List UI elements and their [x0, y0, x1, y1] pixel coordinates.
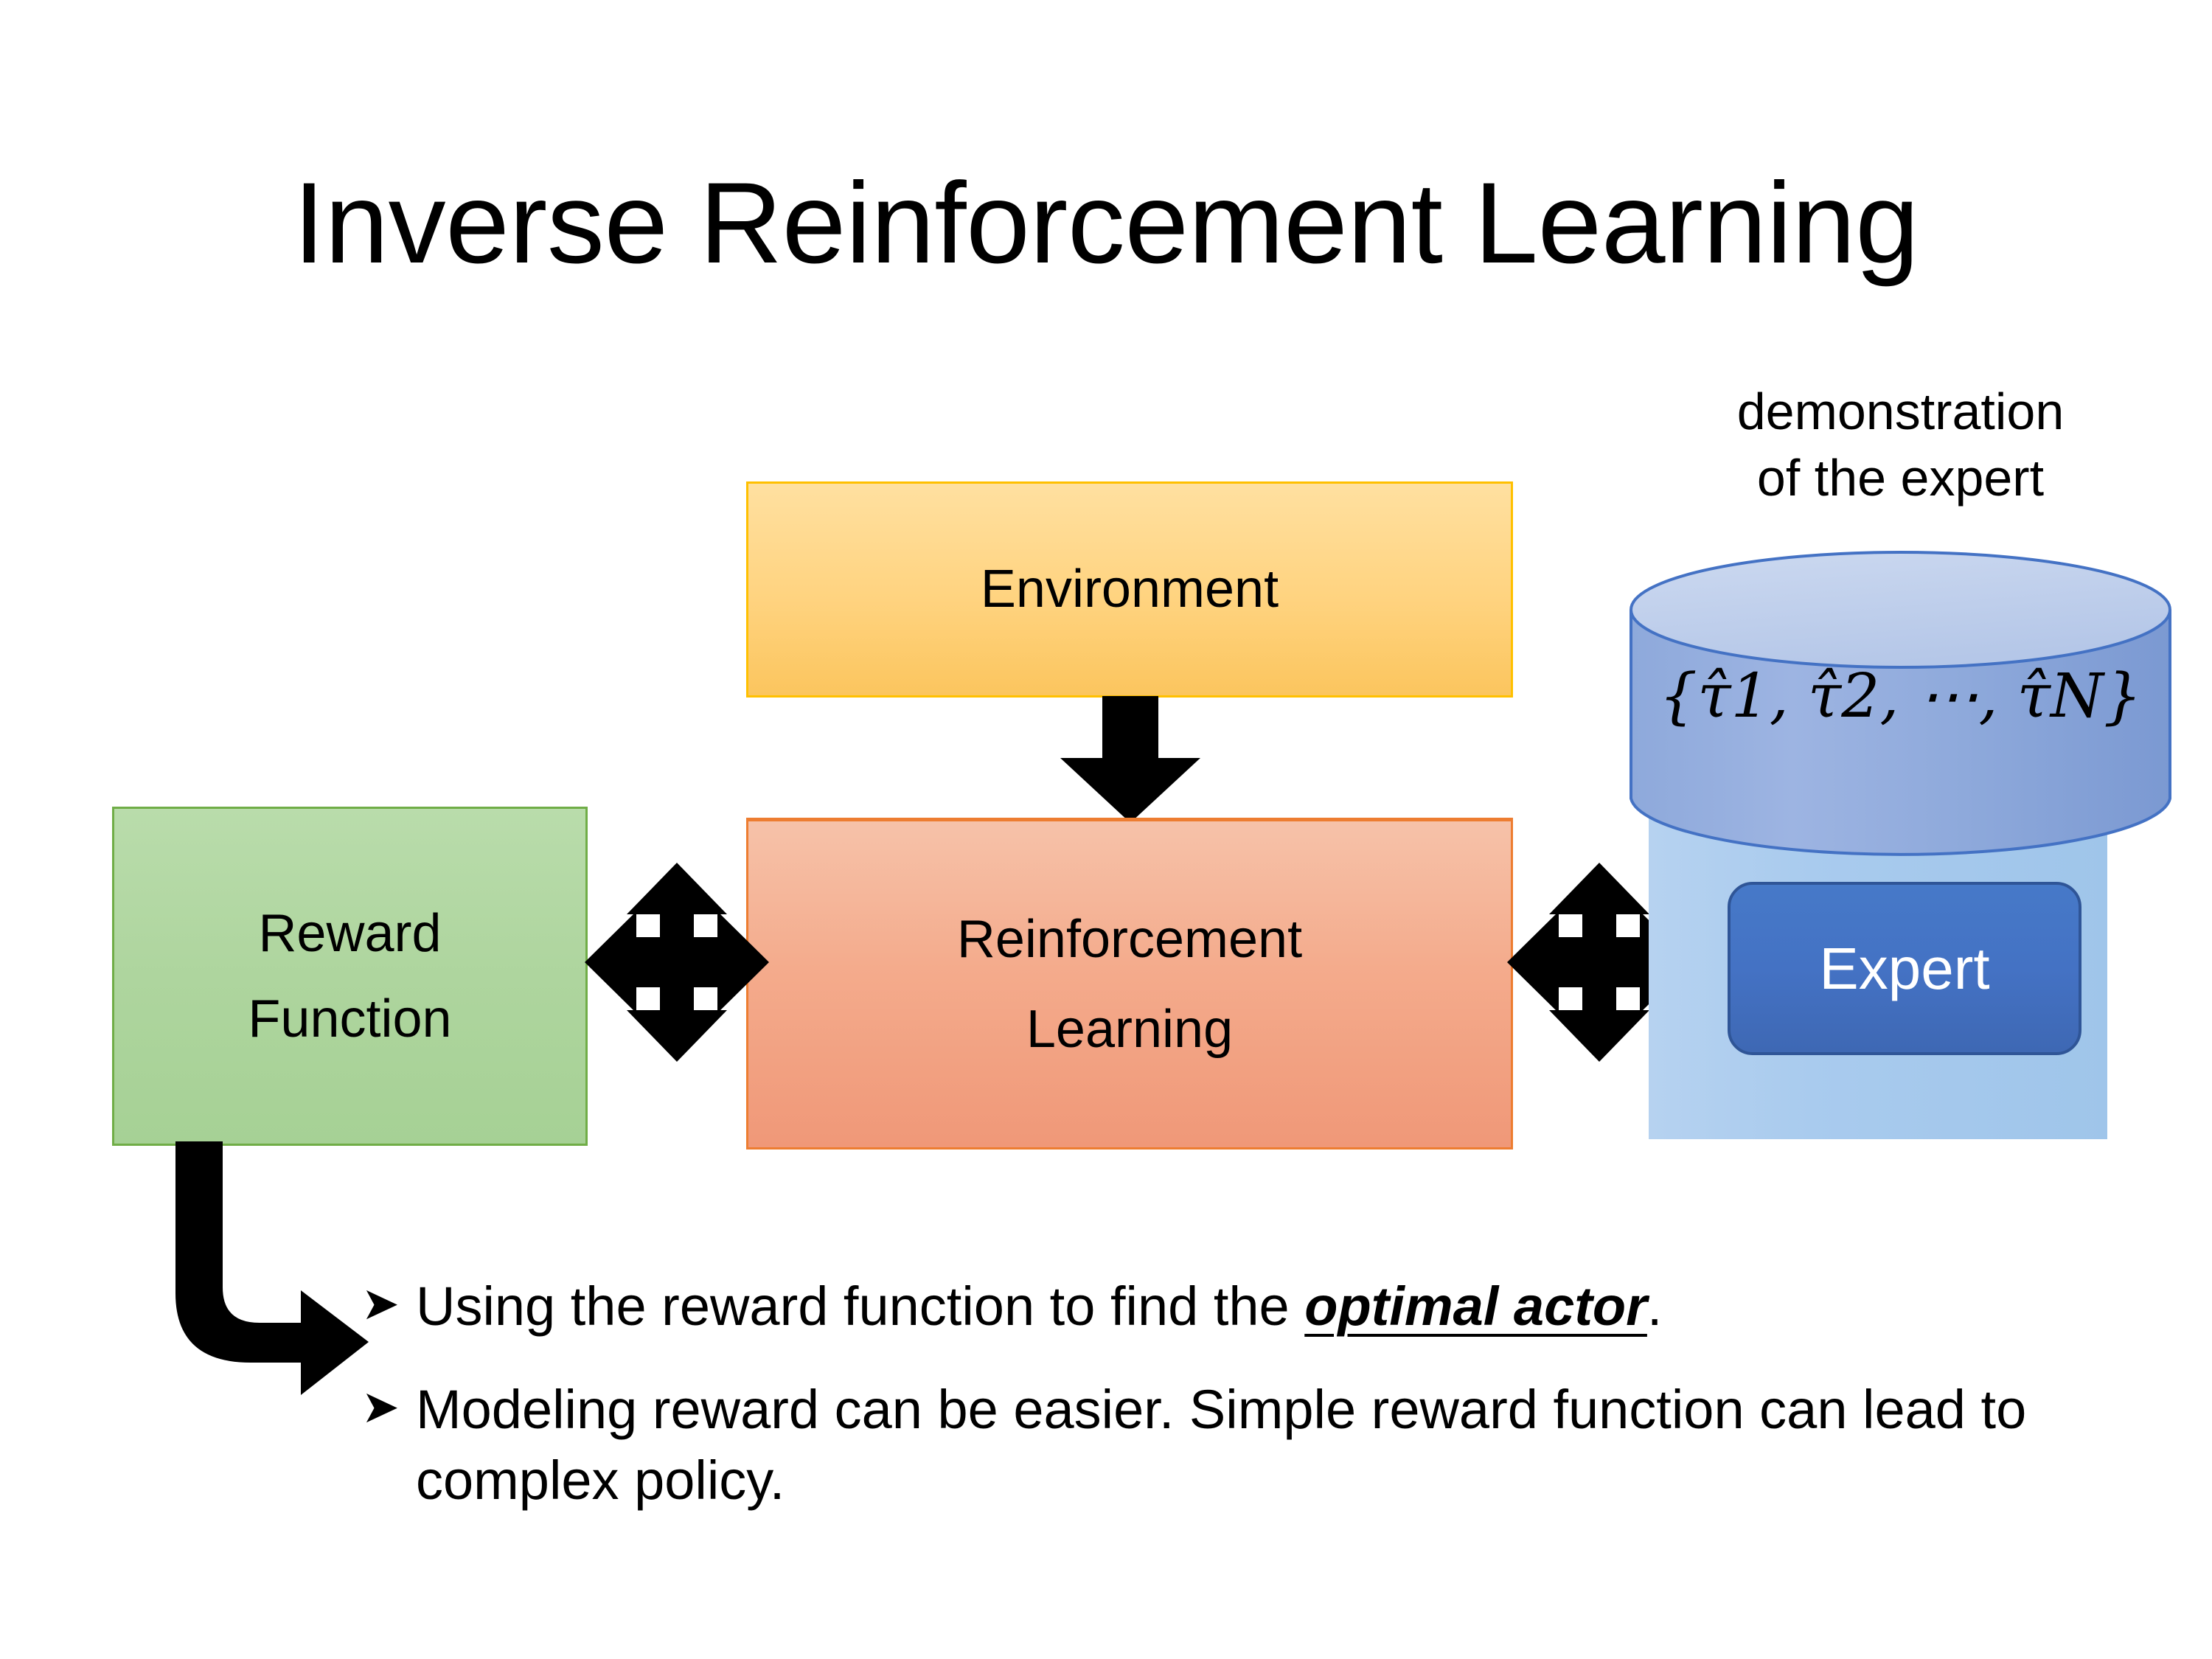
rl-label-line1: Reinforcement	[956, 909, 1303, 969]
bullet-marker-icon: ➤	[361, 1382, 400, 1433]
reward-label-line1: Reward	[258, 903, 442, 963]
environment-box[interactable]: Environment	[746, 481, 1513, 698]
bullet-text-tail: .	[1646, 1276, 1663, 1337]
reward-function-box-label: Reward Function	[248, 900, 451, 1053]
environment-box-label: Environment	[980, 560, 1279, 619]
down-arrow-icon	[1060, 696, 1200, 823]
reinforcement-learning-box[interactable]: Reinforcement Learning	[746, 818, 1513, 1150]
rl-label-line2: Learning	[1026, 1000, 1234, 1059]
bullet-text: Modeling reward can be easier. Simple re…	[416, 1379, 2027, 1512]
expert-box-label: Expert	[1819, 935, 1990, 1001]
list-item: ➤ Using the reward function to find the …	[361, 1271, 2101, 1342]
reinforcement-learning-box-label: Reinforcement Learning	[957, 905, 1302, 1063]
reward-function-box[interactable]: Reward Function	[112, 807, 588, 1146]
elbow-arrow-icon	[170, 1141, 369, 1399]
list-item: ➤ Modeling reward can be easier. Simple …	[361, 1374, 2101, 1516]
quad-arrow-icon-right	[1507, 863, 1691, 1062]
page-title: Inverse Reinforcement Learning	[293, 159, 1919, 288]
demonstration-cylinder: {τ̂1, τ̂2, ⋯, τ̂N}	[1630, 549, 2171, 859]
demonstration-caption-line1: demonstration	[1736, 383, 2065, 440]
bullet-marker-icon: ➤	[361, 1279, 400, 1329]
bullet-emphasis: optimal actor	[1304, 1276, 1647, 1337]
reward-label-line2: Function	[248, 990, 452, 1048]
bullet-list: ➤ Using the reward function to find the …	[361, 1271, 2101, 1549]
demonstration-caption: demonstration of the expert	[1626, 378, 2175, 512]
bullet-text-plain: Using the reward function to find the	[416, 1276, 1305, 1337]
bullet-text: Using the reward function to find the op…	[416, 1271, 2101, 1342]
quad-arrow-icon-left	[585, 863, 769, 1062]
demonstration-caption-line2: of the expert	[1756, 449, 2045, 507]
expert-box[interactable]: Expert	[1728, 882, 2081, 1055]
cylinder-trajectory-set-label: {τ̂1, τ̂2, ⋯, τ̂N}	[1659, 661, 2142, 731]
